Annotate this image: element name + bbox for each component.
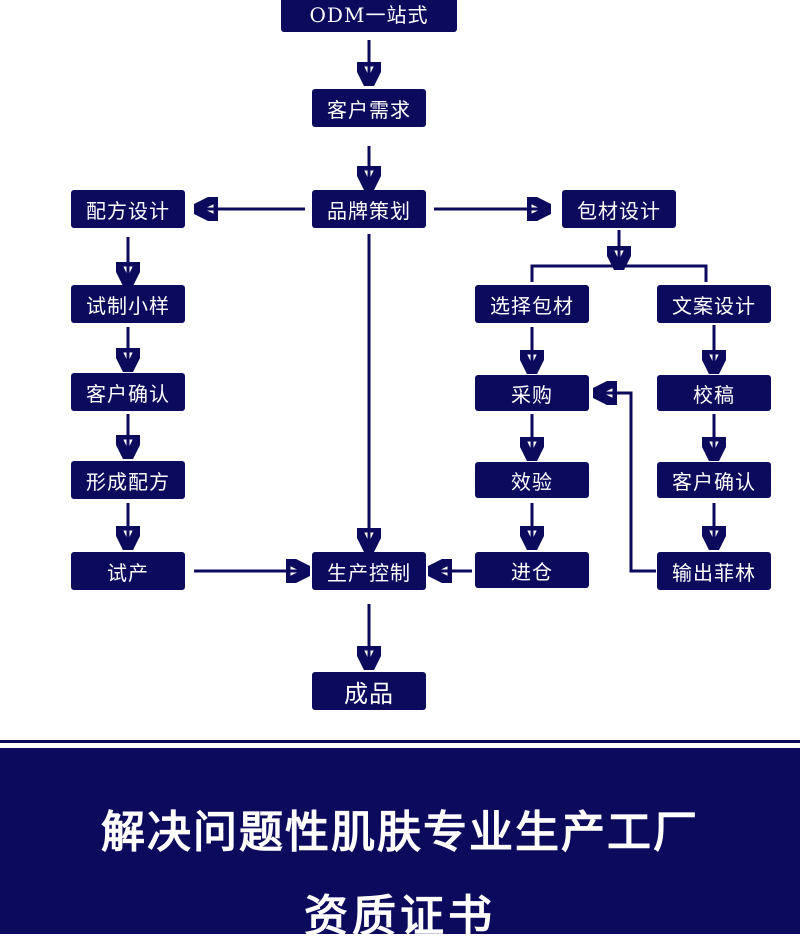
node-odm: ODM一站式 (281, 0, 457, 32)
flow-arrows (0, 40, 800, 740)
node-copy-design: 文案设计 (657, 285, 771, 323)
footer-divider (0, 740, 800, 743)
node-proofread: 校稿 (657, 375, 771, 411)
node-finished-product: 成品 (312, 672, 426, 710)
arrow-film-to-purchase (599, 393, 656, 573)
footer-subheadline: 资质证书 (304, 891, 496, 942)
footer-banner: 解决问题性肌肤专业生产工厂 资质证书 (0, 748, 800, 942)
node-trial-production: 试产 (71, 552, 185, 590)
node-select-packaging: 选择包材 (475, 285, 589, 323)
node-output-film: 输出菲林 (657, 552, 771, 590)
node-packaging-design: 包材设计 (562, 190, 676, 228)
node-customer-confirm-right: 客户确认 (657, 462, 771, 498)
node-brand-planning: 品牌策划 (312, 190, 426, 228)
footer-headline: 解决问题性肌肤专业生产工厂 (101, 807, 699, 858)
node-warehouse: 进仓 (475, 552, 589, 588)
branch-bracket (530, 264, 708, 282)
node-formula-design: 配方设计 (71, 190, 185, 228)
node-purchase: 采购 (475, 375, 589, 411)
node-customer-requirement: 客户需求 (312, 89, 426, 127)
node-form-formula: 形成配方 (71, 461, 185, 499)
node-verify: 效验 (475, 462, 589, 498)
node-production-control: 生产控制 (312, 552, 426, 590)
node-trial-sample: 试制小样 (71, 285, 185, 323)
node-customer-confirm-left: 客户确认 (71, 373, 185, 411)
